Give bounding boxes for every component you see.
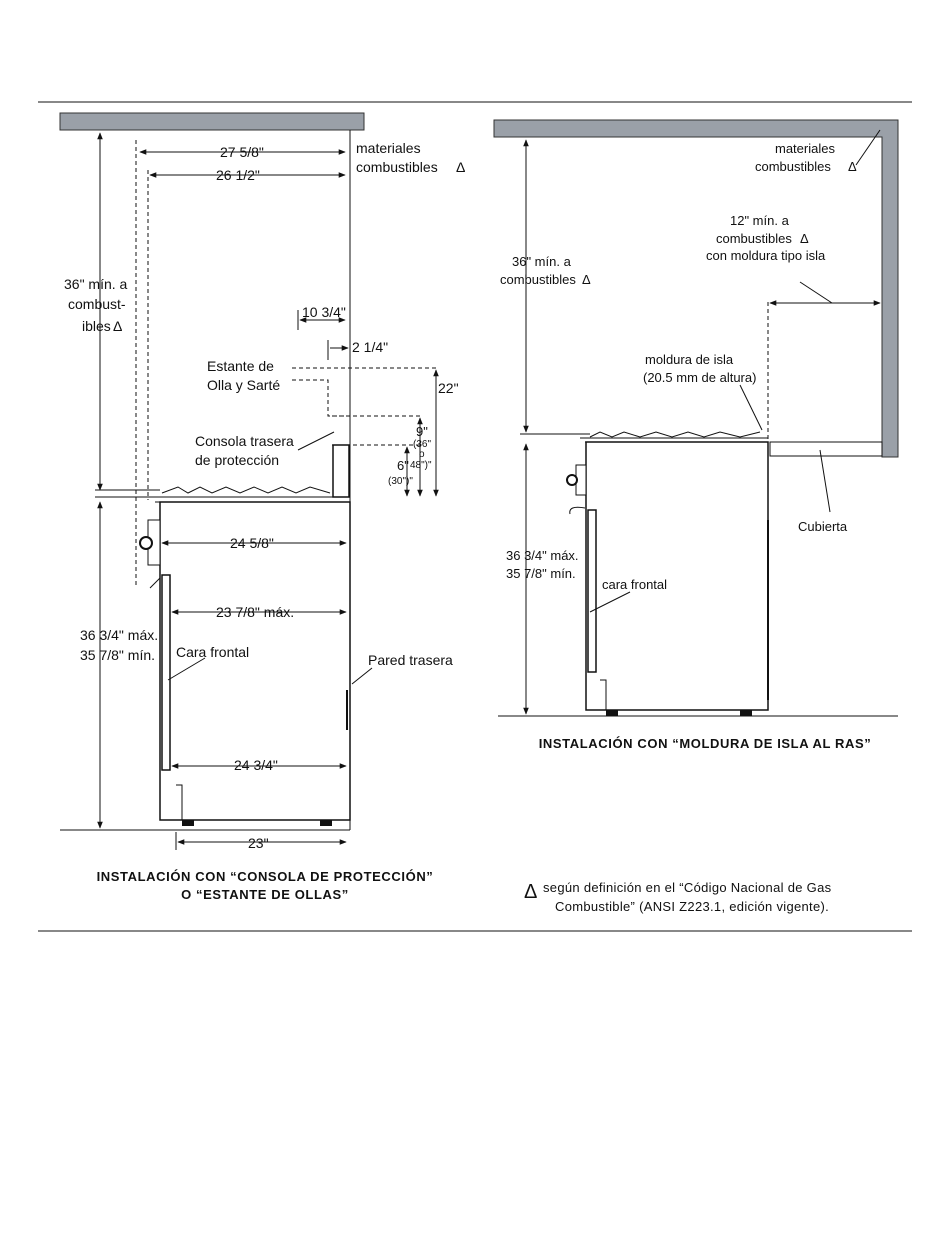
left-combustibles-1: materiales xyxy=(356,140,421,156)
dim-2-1-4: 2 1/4" xyxy=(352,339,388,355)
dim-6: 6" xyxy=(397,458,409,473)
left-diagram xyxy=(59,112,439,850)
left-upper-cabinet xyxy=(59,112,365,131)
trim-label-2: (20.5 mm de altura) xyxy=(643,370,756,385)
alt-36: (36" xyxy=(413,439,431,450)
alt-o: o xyxy=(419,449,425,460)
dim-24-3-4: 24 3/4" xyxy=(234,757,278,773)
left-caption-1: INSTALACIÓN CON “CONSOLA DE PROTECCIÓN” xyxy=(97,869,434,884)
shelf-label-1: Estante de xyxy=(207,358,274,374)
right-front-face: cara frontal xyxy=(602,577,667,592)
left-combustibles-2: combustibles xyxy=(356,159,438,175)
dim-9: 9" xyxy=(416,424,428,439)
counter-label: Cubierta xyxy=(798,519,848,534)
footnote-line-1: según definición en el “Código Nacional … xyxy=(543,880,832,895)
right-top-clearance-1: 36" mín. a xyxy=(512,254,572,269)
dim-22: 22" xyxy=(438,380,459,396)
left-front-face: Cara frontal xyxy=(176,644,249,660)
footnote-delta-icon: Δ xyxy=(524,881,537,903)
right-caption: INSTALACIÓN CON “MOLDURA DE ISLA AL RAS” xyxy=(539,736,872,751)
right-side-clearance-2: combustibles xyxy=(716,231,792,246)
left-back-console xyxy=(332,444,350,498)
right-top-clearance-2: combustibles xyxy=(500,272,576,287)
right-combustibles-1: materiales xyxy=(775,141,835,156)
shelf-label-2: Olla y Sarté xyxy=(207,377,280,393)
dim-24-5-8: 24 5/8" xyxy=(230,535,274,551)
right-combustibles-2: combustibles xyxy=(755,159,831,174)
right-delta-2: Δ xyxy=(800,231,809,246)
right-side-clearance-3: con moldura tipo isla xyxy=(706,248,826,263)
left-height-1: 36 3/4" máx. xyxy=(80,627,158,643)
dim-27-5-8: 27 5/8" xyxy=(220,144,264,160)
alt-48: 48")" xyxy=(410,460,432,471)
dim-10-3-4: 10 3/4" xyxy=(302,304,346,320)
left-top-clearance-2: combust- xyxy=(68,296,126,312)
footnote-line-2: Combustible” (ANSI Z223.1, edición vigen… xyxy=(555,899,829,914)
left-delta-1: Δ xyxy=(456,159,465,175)
console-label-2: de protección xyxy=(195,452,279,468)
left-top-clearance-3: ibles xyxy=(82,318,111,334)
trim-label-1: moldura de isla xyxy=(645,352,734,367)
right-range-body xyxy=(585,441,769,711)
right-delta-1: Δ xyxy=(848,159,857,174)
dim-23: 23" xyxy=(248,835,269,851)
console-label-1: Consola trasera xyxy=(195,433,294,449)
right-height-2: 35 7/8" mín. xyxy=(506,566,576,581)
back-wall-label: Pared trasera xyxy=(368,652,453,668)
right-counter xyxy=(769,441,883,457)
left-caption-2: O “ESTANTE DE OLLAS” xyxy=(181,887,349,902)
dim-26-1-2: 26 1/2" xyxy=(216,167,260,183)
right-delta-3: Δ xyxy=(582,272,591,287)
left-top-clearance-1: 36" mín. a xyxy=(64,276,128,292)
alt-30: (30")" xyxy=(388,476,413,487)
right-diagram xyxy=(493,119,899,717)
left-delta-2: Δ xyxy=(113,318,122,334)
left-height-2: 35 7/8" mín. xyxy=(80,647,155,663)
right-height-1: 36 3/4" máx. xyxy=(506,548,579,563)
right-wall xyxy=(493,119,899,458)
dim-23-7-8: 23 7/8" máx. xyxy=(216,604,294,620)
right-side-clearance-1: 12" mín. a xyxy=(730,213,790,228)
